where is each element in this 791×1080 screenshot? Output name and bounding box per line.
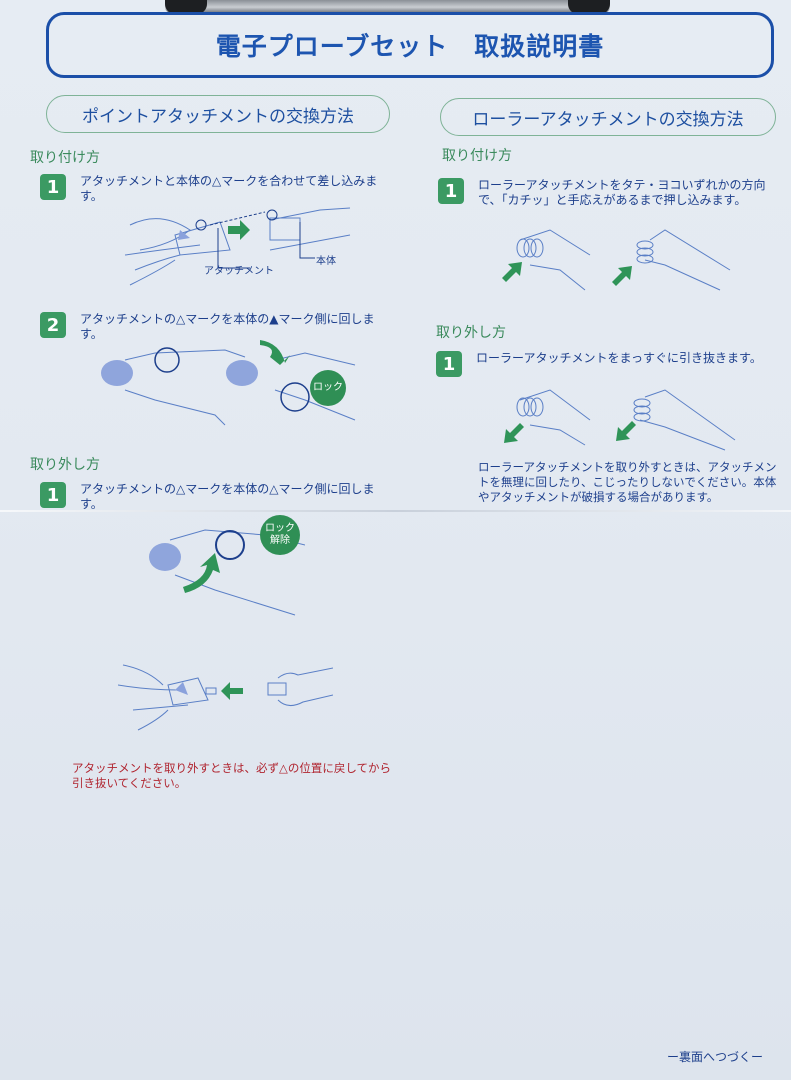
roller-remove-illustration <box>504 389 736 451</box>
unlock-badge-line2: 解除 <box>270 535 290 546</box>
right-attach-step-1: 1 ローラーアタッチメントをタテ・ヨコいずれかの方向で、「カチッ」と手応えがある… <box>438 178 778 208</box>
step-number-badge: 2 <box>40 312 66 338</box>
insert-attachment-illustration <box>124 207 351 286</box>
rotate-lock-illustration <box>101 340 356 426</box>
step-text: アタッチメントと本体の△マークを合わせて差し込みます。 <box>80 174 378 203</box>
unlock-badge-line1: ロック <box>265 523 295 534</box>
step-text: ローラーアタッチメントをまっすぐに引き抜きます。 <box>476 351 762 365</box>
section-heading-point-attachment: ポイントアタッチメントの交換方法 <box>46 95 390 133</box>
left-attach-step-1: 1 アタッチメントと本体の△マークを合わせて差し込みます。 <box>40 174 385 204</box>
step-number-badge: 1 <box>436 351 462 377</box>
subheading-remove-right: 取り外し方 <box>436 325 506 341</box>
paper-fold-line <box>0 510 791 512</box>
step-number-badge: 1 <box>40 174 66 200</box>
continued-on-back: ー裏面へつづくー <box>666 1050 763 1064</box>
subheading-attach-right: 取り付け方 <box>442 148 512 164</box>
rotate-unlock-illustration <box>149 529 305 616</box>
title-frame: 電子プローブセット 取扱説明書 <box>46 12 774 78</box>
lock-badge: ロック <box>310 370 346 406</box>
subheading-remove-left: 取り外し方 <box>30 457 100 473</box>
right-remove-step-1: 1 ローラーアタッチメントをまっすぐに引き抜きます。 <box>436 351 781 377</box>
roller-insert-illustration <box>502 229 731 291</box>
left-attach-step-2: 2 アタッチメントの△マークを本体の▲マーク側に回します。 <box>40 312 390 342</box>
label-body: 本体 <box>316 256 336 267</box>
paper-clip <box>165 0 610 14</box>
unlock-badge: ロック解除 <box>260 515 300 555</box>
section-heading-roller-attachment: ローラーアタッチメントの交換方法 <box>440 98 776 136</box>
step-text: アタッチメントの△マークを本体の▲マーク側に回します。 <box>80 312 375 341</box>
step-text: ローラーアタッチメントをタテ・ヨコいずれかの方向で、「カチッ」と手応えがあるまで… <box>478 178 766 207</box>
document-title: 電子プローブセット 取扱説明書 <box>215 32 605 61</box>
pull-out-attachment-illustration <box>118 664 333 731</box>
step-number-badge: 1 <box>40 482 66 508</box>
right-remove-note: ローラーアタッチメントを取り外すときは、アタッチメントを無理に回したり、こじった… <box>478 460 777 504</box>
step-text: アタッチメントの△マークを本体の△マーク側に回します。 <box>80 482 375 511</box>
label-attachment: アタッチメント <box>204 266 274 277</box>
subheading-attach-left: 取り付け方 <box>30 150 100 166</box>
step-number-badge: 1 <box>438 178 464 204</box>
left-remove-step-1: 1 アタッチメントの△マークを本体の△マーク側に回します。 <box>40 482 390 512</box>
left-remove-warning: アタッチメントを取り外すときは、必ず△の位置に戻してから引き抜いてください。 <box>72 761 391 790</box>
